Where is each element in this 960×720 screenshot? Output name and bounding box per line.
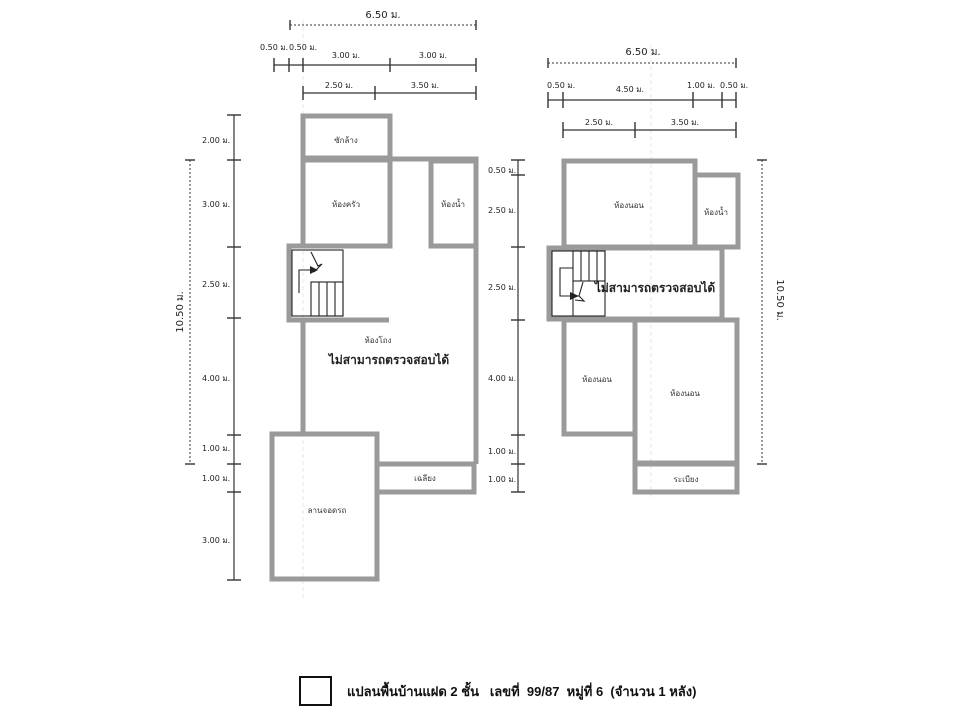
room-label-carport: ลานจอดรถ (308, 506, 347, 515)
uninspectable-note: ไม่สามารถตรวจสอบได้ (593, 280, 716, 295)
room-label-bedroom: ห้องนอน (582, 375, 612, 384)
room-label-bathroom: ห้องน้ำ (441, 198, 465, 209)
dim-label: 3.50 ม. (411, 81, 439, 90)
dim-label: 1.00 ม. (202, 474, 230, 483)
uninspectable-note: ไม่สามารถตรวจสอบได้ (327, 352, 450, 367)
room-label-balcony: ระเบียง (674, 475, 699, 484)
dim-label: 4.00 ม. (488, 374, 516, 383)
dim-label: 4.00 ม. (202, 374, 230, 383)
overall-width-label: 6.50 ม. (625, 47, 660, 58)
room-label-bedroom: ห้องนอน (614, 201, 644, 210)
overall-depth-label: 10.50 ม. (175, 291, 186, 333)
dim-label: 3.00 ม. (332, 51, 360, 60)
overall-width-label: 6.50 ม. (365, 10, 400, 21)
legend-box (299, 676, 332, 706)
overall-depth-label: 10.50 ม. (774, 279, 785, 321)
dim-label: 1.00 ม. (488, 475, 516, 484)
room-label-laundry: ซักล้าง (334, 136, 358, 145)
room-label-terrace: เฉลียง (414, 474, 436, 483)
dim-label: 2.50 ม. (585, 118, 613, 127)
dim-label: 2.50 ม. (202, 280, 230, 289)
dim-label: 1.00 ม. (202, 444, 230, 453)
dim-label: 0.50 ม. (289, 43, 317, 52)
dim-label: 2.50 ม. (325, 81, 353, 90)
dim-label: 0.50 ม. (720, 81, 748, 90)
caption-text: แปลนพื้นบ้านแฝด 2 ชั้น เลขที่ 99/87 หมู่… (347, 683, 697, 699)
dim-label: 2.50 ม. (488, 206, 516, 215)
staircase-icon (551, 250, 606, 317)
dim-label: 0.50 ม. (488, 166, 516, 175)
room-label-kitchen: ห้องครัว (332, 200, 360, 209)
dim-label: 3.00 ม. (202, 536, 230, 545)
dim-label: 1.00 ม. (687, 81, 715, 90)
dim-label: 2.50 ม. (488, 283, 516, 292)
dim-label: 3.50 ม. (671, 118, 699, 127)
upper-floor-plan: 6.50 ม. 0.50 ม. 4.50 ม. 1.00 ม. 0.50 ม. … (488, 47, 785, 495)
staircase-icon (291, 249, 344, 317)
dim-label: 4.50 ม. (616, 85, 644, 94)
ground-floor-plan: 6.50 ม. 0.50 ม. 0.50 ม. 3.00 ม. 3.00 ม. … (175, 10, 479, 582)
dim-label: 3.00 ม. (202, 200, 230, 209)
dim-label: 2.00 ม. (202, 136, 230, 145)
dim-label: 3.00 ม. (419, 51, 447, 60)
room-label-bathroom: ห้องน้ำ (704, 206, 728, 217)
dim-label: 0.50 ม. (260, 43, 288, 52)
room-label-hall: ห้องโถง (364, 335, 391, 345)
dim-label: 0.50 ม. (547, 81, 575, 90)
dim-label: 1.00 ม. (488, 447, 516, 456)
plan-caption: แปลนพื้นบ้านแฝด 2 ชั้น เลขที่ 99/87 หมู่… (299, 676, 696, 706)
room-label-bedroom: ห้องนอน (670, 389, 700, 398)
